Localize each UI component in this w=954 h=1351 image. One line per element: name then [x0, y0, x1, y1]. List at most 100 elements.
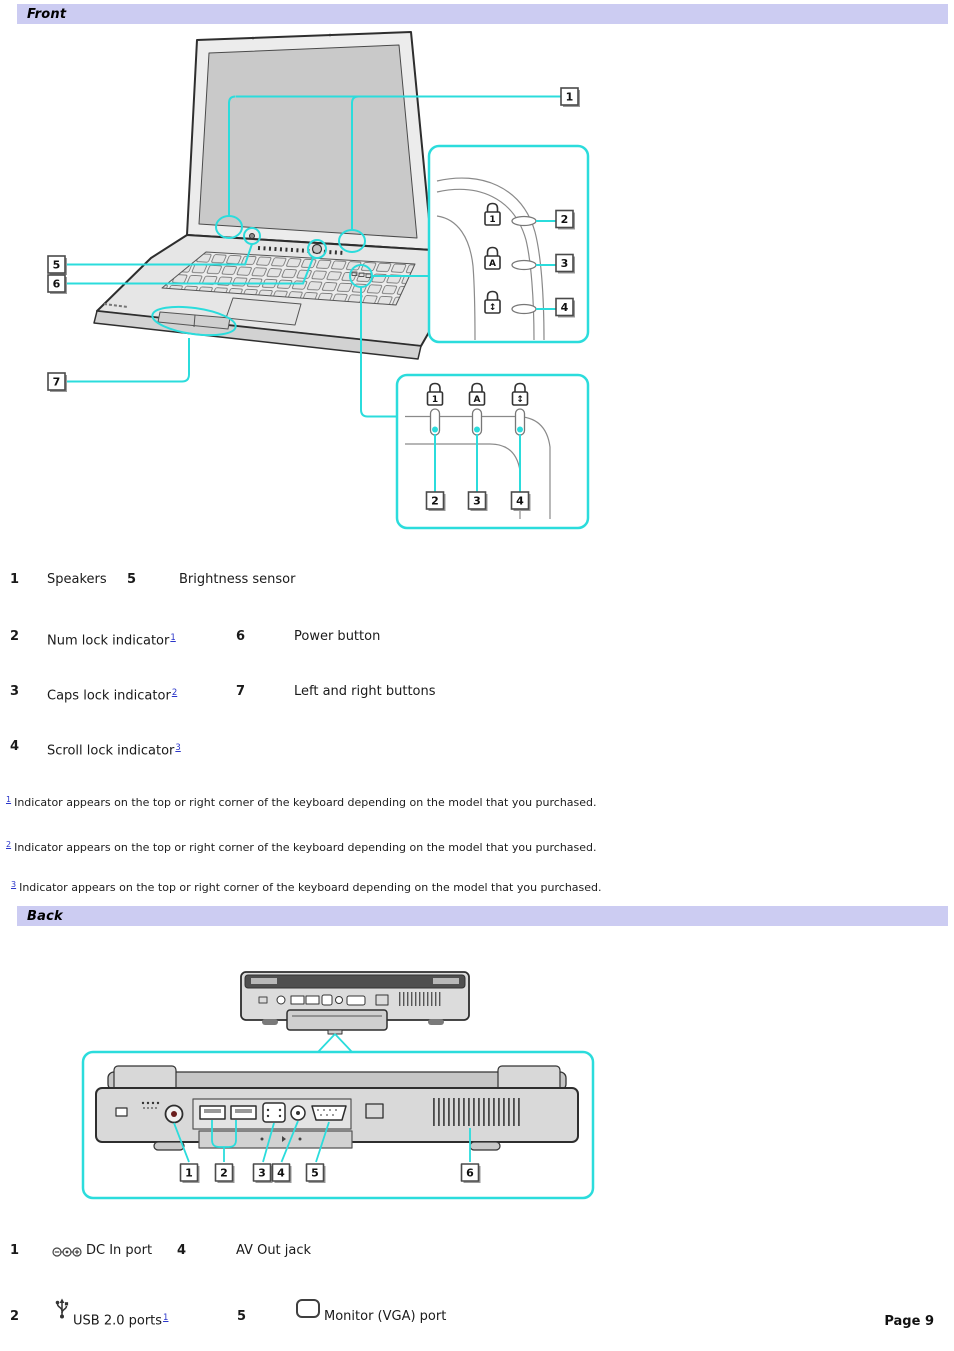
legend-label-left-right-buttons: Left and right buttons: [294, 684, 436, 699]
legend-label-text: USB 2.0 ports: [73, 1313, 163, 1329]
legend-label-text: Num lock indicator: [47, 633, 170, 649]
legend-label-av-out: AV Out jack: [236, 1243, 312, 1258]
latch-slot: [365, 1103, 384, 1119]
callout-box-3: 3: [252, 1163, 273, 1183]
callout-box-2: 2: [214, 1163, 235, 1183]
footnote-ref-link[interactable]: 3: [175, 743, 181, 753]
footnote-ref-link[interactable]: 1: [170, 633, 176, 643]
legend-label-text: Scroll lock indicator: [47, 743, 175, 759]
num-lock-icon: 1: [426, 382, 444, 406]
callout-box-3: 3: [467, 491, 488, 511]
foot: [469, 1141, 501, 1151]
scroll-lock-icon: ↕: [484, 290, 501, 314]
legend-label-dc-in: DC In port: [86, 1243, 153, 1258]
front-figure: 1 5 6 7: [47, 31, 590, 530]
legend-label-caps-lock: Caps lock indicator2: [47, 684, 177, 704]
foot: [153, 1141, 185, 1151]
callout-box-5: 5: [305, 1163, 326, 1183]
touchpad: [225, 297, 302, 326]
lid-edge: [244, 974, 466, 989]
back-callout-lines: [173, 1120, 471, 1163]
svg-text:A: A: [489, 259, 496, 269]
legend-label-num-lock: Num lock indicator1: [47, 629, 176, 649]
footnote-ref-link[interactable]: 1: [163, 1313, 169, 1323]
footnote-text: Indicator appears on the top or right co…: [14, 841, 597, 854]
dc-in-pin: [171, 1111, 177, 1117]
legend-label-brightness-sensor: Brightness sensor: [179, 572, 296, 587]
caps-lock-icon: A: [484, 246, 501, 270]
legend-num-5: 5: [127, 572, 137, 587]
dc-in-marking: [141, 1101, 160, 1109]
vga-port: [311, 1105, 347, 1121]
num-lock-led: [511, 215, 537, 227]
svg-text:4: 4: [561, 301, 569, 314]
scroll-lock-led: [511, 303, 537, 315]
callout-box-4: 4: [510, 491, 531, 511]
back-detail-panel: 1 2 3 4 5 6: [81, 1050, 595, 1200]
power-button: [311, 243, 323, 255]
latch: [251, 978, 277, 984]
usb-port: [290, 995, 305, 1005]
footnote-marker-link[interactable]: 2: [6, 840, 12, 849]
indicator-detail-panel-right: 1 2 A 3: [427, 144, 590, 344]
scroll-lock-icon: ↕: [511, 382, 529, 406]
svg-text:2: 2: [561, 213, 569, 226]
svg-text:4: 4: [277, 1167, 285, 1180]
tray-markings: [260, 1136, 302, 1142]
svg-text:1: 1: [489, 215, 495, 225]
speaker-grill: [257, 246, 346, 255]
svg-text:↕: ↕: [516, 395, 524, 405]
svg-text:6: 6: [53, 278, 61, 291]
svg-text:1: 1: [432, 395, 438, 405]
legend-num-4: 4: [10, 739, 20, 754]
foot: [428, 1019, 444, 1025]
indicator-detail-panel-lower: 1 A ↕ 2: [395, 373, 590, 530]
legend-label-vga: Monitor (VGA) port: [324, 1309, 447, 1324]
footnote-text: Indicator appears on the top or right co…: [19, 881, 602, 894]
callout-box-2: 2: [425, 491, 446, 511]
legend-label-text: Caps lock indicator: [47, 688, 171, 704]
svg-text:3: 3: [473, 495, 481, 508]
lid-screw: [251, 36, 255, 40]
legend-label-usb: USB 2.0 ports1: [73, 1309, 168, 1329]
usb-port: [305, 995, 320, 1005]
callout-box-1: 1: [560, 87, 580, 107]
back-section-title: Back: [27, 908, 63, 924]
svg-text:5: 5: [311, 1167, 319, 1180]
legend-num-2: 2: [10, 629, 20, 644]
legend-num-2: 2: [10, 1309, 20, 1324]
front-section-title: Front: [27, 6, 67, 22]
svg-text:3: 3: [258, 1167, 266, 1180]
front-callout-lines: [65, 95, 561, 418]
brightness-sensor: [249, 233, 255, 239]
footnote-marker-link[interactable]: 1: [6, 795, 12, 804]
footnote-ref-link[interactable]: 2: [171, 688, 178, 698]
av-out-jack: [335, 996, 343, 1004]
port-3: [262, 1102, 286, 1123]
buttons-highlight: [151, 305, 237, 337]
svg-text:6: 6: [466, 1167, 474, 1180]
svg-text:1: 1: [185, 1167, 193, 1180]
svg-text:2: 2: [220, 1167, 228, 1180]
battery-pack: [286, 1009, 388, 1031]
dc-in-port: [276, 995, 286, 1005]
legend-num-3: 3: [10, 684, 20, 699]
callout-box-6: 6: [460, 1163, 481, 1183]
latch-slot: [375, 994, 389, 1006]
legend-num-6: 6: [236, 629, 246, 644]
footnote-marker-link[interactable]: 3: [11, 880, 17, 889]
svg-text:↕: ↕: [489, 303, 497, 313]
latch: [433, 978, 459, 984]
legend-num-1: 1: [10, 1243, 20, 1258]
lid-screw: [328, 33, 332, 37]
svg-text:4: 4: [516, 495, 524, 508]
button-divider: [193, 314, 196, 328]
zoom-pointer-lines: [317, 1033, 353, 1053]
page-number: Page 9: [884, 1314, 934, 1329]
footnote-text: Indicator appears on the top or right co…: [14, 796, 597, 809]
dc-in-icon: [52, 1247, 82, 1257]
